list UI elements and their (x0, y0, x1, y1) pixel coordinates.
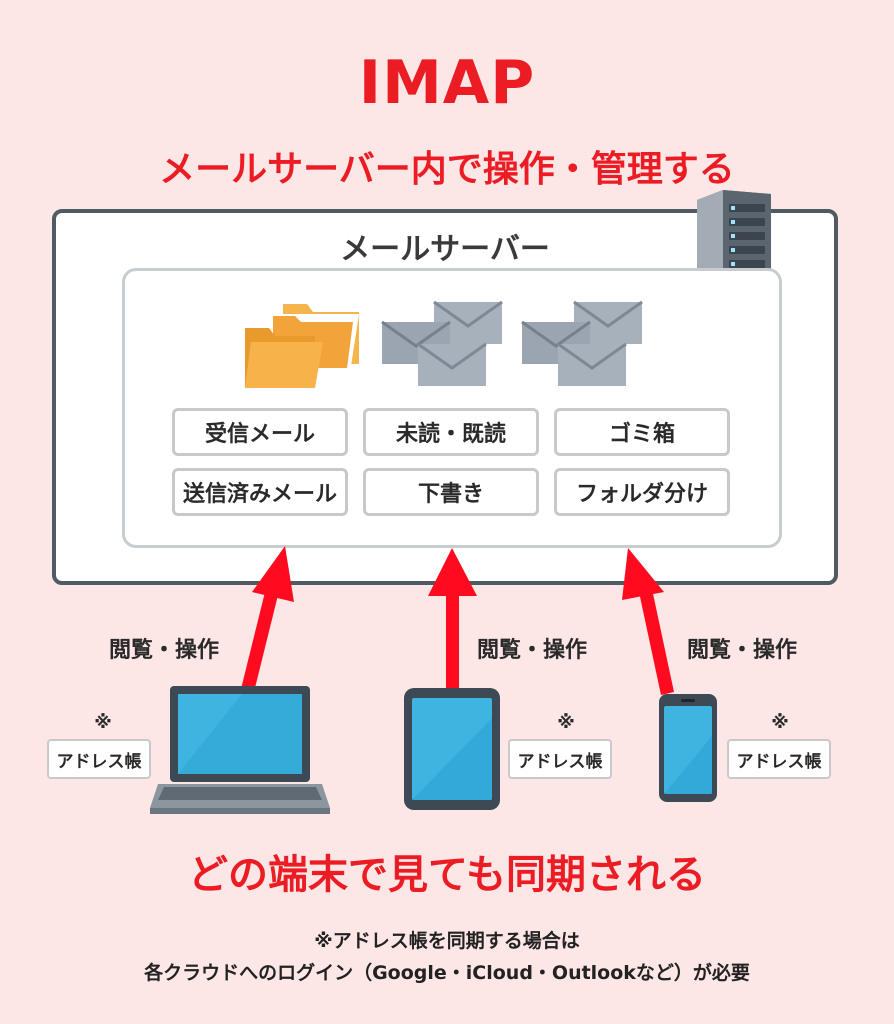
page-subtitle: メールサーバー内で操作・管理する (159, 149, 735, 190)
phone-address-book: アドレス帳 (727, 739, 831, 779)
folder-drafts: 下書き (363, 468, 539, 516)
folder-icon (245, 304, 359, 388)
laptop-operation-label: 閲覧・操作 (109, 638, 220, 663)
laptop-note-mark: ※ (94, 712, 112, 733)
tablet-operation-label: 閲覧・操作 (477, 638, 588, 663)
folder-trash: ゴミ箱 (554, 408, 730, 456)
folder-read-status: 未読・既読 (363, 408, 539, 456)
footnote-line-1: ※アドレス帳を同期する場合は (314, 930, 580, 952)
sync-message: どの端末で見ても同期される (188, 852, 706, 898)
arrow-laptop-to-server (241, 546, 294, 692)
page-title: IMAP (358, 48, 536, 118)
email-envelopes-icon (521, 300, 643, 386)
smartphone-icon (659, 694, 717, 802)
folder-sent: 送信済みメール (172, 468, 348, 516)
tablet-note-mark: ※ (557, 712, 575, 733)
laptop-address-book: アドレス帳 (47, 739, 151, 779)
tablet-icon (404, 688, 500, 810)
tablet-address-book: アドレス帳 (508, 739, 612, 779)
folder-inbox: 受信メール (172, 408, 348, 456)
laptop-icon (150, 686, 330, 814)
arrow-tablet-to-server (428, 548, 477, 691)
phone-operation-label: 閲覧・操作 (687, 638, 798, 663)
mail-server-label: メールサーバー (340, 232, 550, 267)
arrow-phone-to-server (622, 548, 674, 695)
email-envelopes-icon (381, 300, 503, 386)
footnote-line-2: 各クラウドへのログイン（Google・iCloud・Outlookなど）が必要 (144, 962, 750, 984)
folder-organize: フォルダ分け (554, 468, 730, 516)
phone-note-mark: ※ (771, 712, 789, 733)
